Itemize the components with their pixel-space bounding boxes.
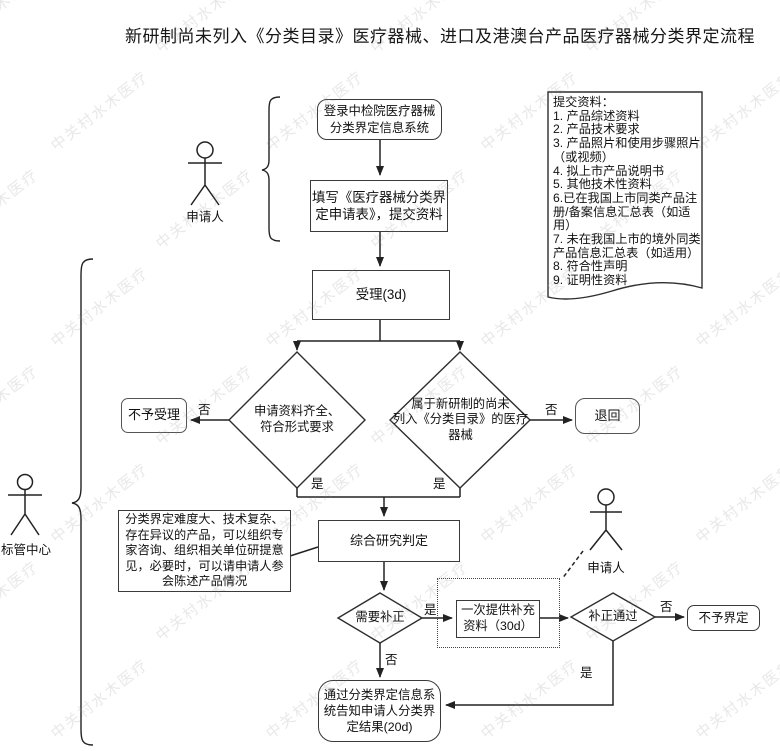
edge-label-yes-pass: 是 <box>580 666 593 680</box>
arrow-pass-yes-to-final <box>445 641 614 709</box>
decision-check-new-text: 属于新研制的尚未 列入《分类目录》的医疗 器械 <box>392 396 529 442</box>
applicant-brace <box>261 96 281 242</box>
applicant-top-body <box>188 158 222 206</box>
step-comprehensive-judgement: 综合研究判定 <box>318 520 460 562</box>
applicant-top-head <box>196 141 214 159</box>
step-login-system: 登录中检院医疗器械 分类界定信息系统 <box>317 99 442 140</box>
decision-correction-pass-text: 补正通过 <box>588 608 638 623</box>
edge-label-yes-correction: 是 <box>424 603 437 617</box>
applicant-top-figure <box>188 141 222 206</box>
applicant-right-body <box>589 505 623 551</box>
edge-label-no-pass: 否 <box>660 600 673 614</box>
group-braces <box>71 96 281 746</box>
standards-center-head <box>16 473 34 491</box>
supplement-dashed-region <box>437 578 560 648</box>
decision-need-correction-text: 需要补正 <box>355 609 405 624</box>
decision-diamonds <box>228 351 657 644</box>
edge-label-no-correction: 否 <box>385 653 398 667</box>
step-supplement-materials: 一次提供补充 资料（30d） <box>456 600 540 638</box>
actor-standards-center-label: 标管中心 <box>0 543 51 557</box>
step-acceptance: 受理(3d) <box>312 270 450 320</box>
standards-center-figure <box>8 473 42 536</box>
step-fill-application: 填写《医疗器械分类界 定申请表》，提交资料 <box>310 180 448 232</box>
center-brace <box>71 258 94 746</box>
connectors <box>190 140 685 709</box>
applicant-right-figure <box>589 488 623 551</box>
actor-applicant-top-label: 申请人 <box>186 210 224 224</box>
standards-center-body <box>8 489 42 536</box>
step-final-notification: 通过分类界定信息系 统告知申请人分类界 定结果(20d) <box>318 680 441 742</box>
applicant-right-head <box>597 488 615 506</box>
decision-check-complete-text: 申请资料齐全、 符合形式要求 <box>253 404 341 434</box>
dashed-link-applicant-supplement <box>561 550 584 580</box>
line-accept-split <box>297 320 460 342</box>
line-note-connector <box>289 546 319 557</box>
actor-applicant-right-label: 申请人 <box>587 561 625 575</box>
edge-label-yes-left: 是 <box>311 477 324 491</box>
result-not-classified: 不予界定 <box>687 605 760 631</box>
submit-docs-list: 提交资料： 1. 产品综述资料 2. 产品技术要求 3. 产品照片和使用步骤照片… <box>553 95 701 288</box>
page-title: 新研制尚未列入《分类目录》医疗器械、进口及港澳台产品医疗器械分类界定流程 <box>125 27 755 46</box>
result-not-accepted: 不予受理 <box>121 398 187 433</box>
result-returned: 退回 <box>575 398 640 434</box>
note-expert-consultation: 分类界定难度大、技术复杂、 存在异议的产品，可以组织专 家咨询、组织相关单位研提… <box>118 510 291 592</box>
edge-label-no-left: 否 <box>198 403 211 417</box>
line-yes-merge <box>296 488 461 498</box>
document-shape-outline <box>547 91 703 300</box>
actor-figures <box>8 141 623 551</box>
edge-label-yes-right: 是 <box>433 477 446 491</box>
edge-label-no-right: 否 <box>545 403 558 417</box>
